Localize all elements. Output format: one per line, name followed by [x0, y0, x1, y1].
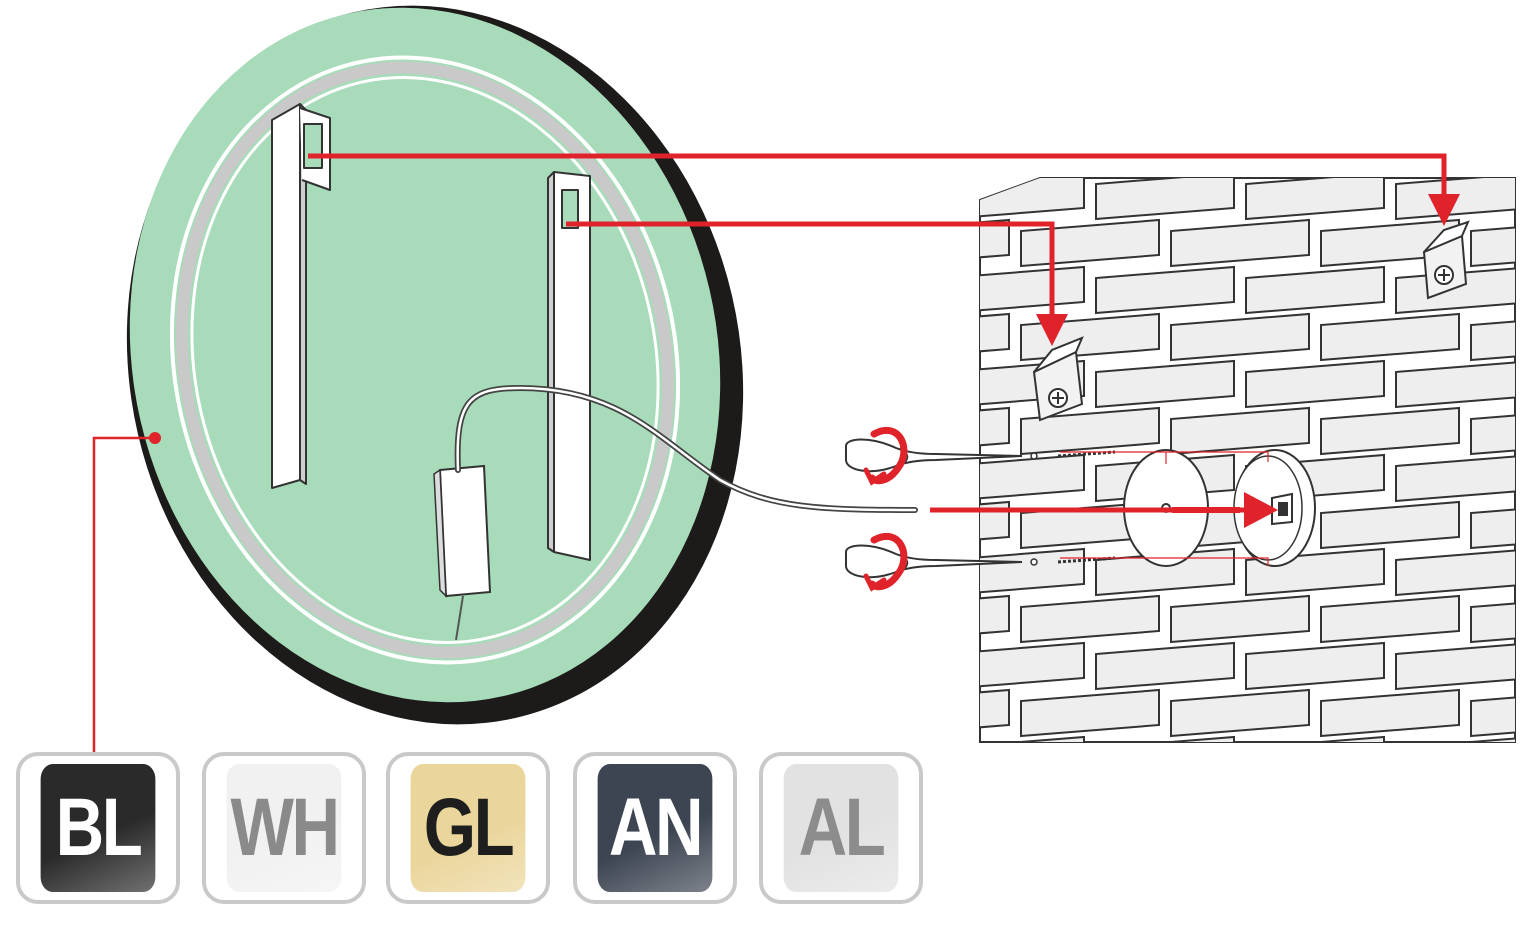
brick — [1395, 453, 1515, 503]
mirror-inner-ring — [175, 61, 675, 659]
brick — [980, 688, 1010, 738]
brick — [1095, 641, 1235, 691]
brick — [1170, 688, 1310, 738]
rotation-arrow-icon — [863, 426, 908, 592]
brick — [1245, 265, 1385, 315]
brick — [1245, 641, 1385, 691]
arrow-left-hanger-to-right-hook — [308, 153, 1447, 200]
brick — [1095, 265, 1235, 315]
brick — [1470, 594, 1515, 644]
brick — [1245, 178, 1385, 221]
brick — [1095, 178, 1235, 221]
brick — [1470, 688, 1515, 738]
brick — [980, 735, 1085, 742]
brick-pattern — [980, 178, 1515, 742]
brick — [980, 594, 1010, 644]
brick — [980, 641, 1085, 691]
brick — [1020, 406, 1160, 456]
brick — [1020, 688, 1160, 738]
finish-option-al-label: AL — [783, 764, 899, 892]
brick — [1395, 641, 1515, 691]
brick — [1470, 500, 1515, 550]
wall-plug-icon — [1030, 450, 1116, 566]
brick — [1320, 594, 1460, 644]
finish-option-bl-label: BL — [40, 764, 156, 892]
brick — [980, 312, 1010, 362]
brick — [1170, 406, 1310, 456]
finish-option-gl-label: GL — [410, 764, 526, 892]
brick — [1095, 547, 1235, 597]
brick — [1395, 359, 1515, 409]
wall-hook-right — [1422, 220, 1470, 300]
brick — [980, 406, 1010, 456]
brick — [1020, 594, 1160, 644]
brick-wall — [979, 177, 1516, 743]
brick — [1320, 312, 1460, 362]
brick — [1095, 359, 1235, 409]
finish-option-wh-label: WH — [226, 764, 342, 892]
led-driver-box — [433, 464, 492, 641]
alignment-lines — [1060, 451, 1269, 566]
round-mirror — [126, 5, 918, 725]
brick — [1395, 547, 1515, 597]
brick — [1170, 218, 1310, 268]
brick — [1470, 218, 1515, 268]
brick — [1170, 312, 1310, 362]
brick — [1320, 500, 1460, 550]
finish-option-bl: BL — [16, 752, 180, 904]
guide-arrows — [308, 153, 1460, 528]
brick — [1395, 735, 1515, 742]
brick — [1170, 594, 1310, 644]
brick — [980, 500, 1010, 550]
brick — [1320, 406, 1460, 456]
brick — [1395, 178, 1515, 221]
mirror-inner-ring-outer — [169, 55, 681, 665]
brick — [980, 218, 1010, 268]
brick — [1095, 735, 1235, 742]
brick — [1020, 218, 1160, 268]
brick — [1245, 359, 1385, 409]
wall-hook-left — [1032, 336, 1084, 422]
finish-option-wh: WH — [202, 752, 366, 904]
brick — [1320, 688, 1460, 738]
hanger-bar-left — [271, 103, 331, 489]
finish-option-an: AN — [573, 752, 737, 904]
finish-option-al: AL — [759, 752, 923, 904]
brick — [1245, 735, 1385, 742]
hanger-bar-right — [547, 171, 591, 561]
mirror-inner-ring-inner — [190, 76, 660, 644]
finish-option-an-label: AN — [597, 764, 713, 892]
finish-option-gl: GL — [386, 752, 550, 904]
brick — [1470, 406, 1515, 456]
brick — [1470, 312, 1515, 362]
finish-connector-line — [92, 432, 161, 752]
arrow-right-hanger-to-left-hook — [566, 221, 1055, 320]
